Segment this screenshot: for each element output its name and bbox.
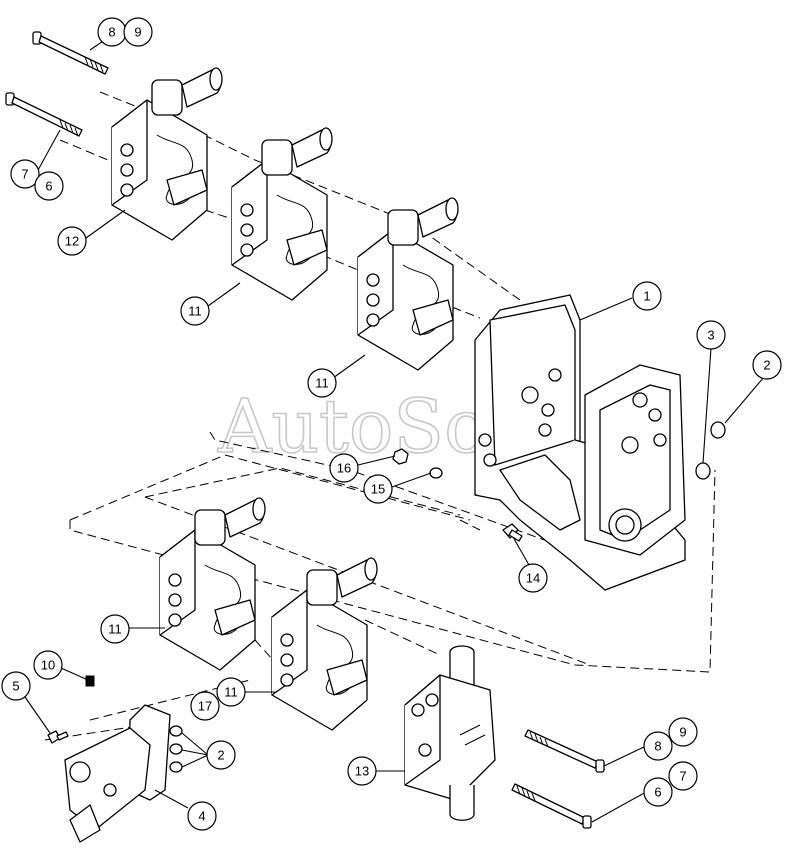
nut-16	[392, 448, 409, 465]
svg-text:1: 1	[643, 289, 650, 304]
bolt-7-left	[5, 92, 83, 137]
svg-text:4: 4	[198, 809, 205, 824]
o-ring-2-left-a	[169, 725, 183, 737]
svg-text:11: 11	[224, 685, 238, 700]
callout-7-bottom: 7	[668, 761, 698, 791]
svg-text:17: 17	[198, 699, 212, 714]
svg-text:8: 8	[108, 25, 115, 40]
svg-text:3: 3	[707, 328, 714, 343]
svg-text:10: 10	[41, 658, 55, 673]
valve-section-12	[111, 67, 223, 241]
callout-16: 16	[329, 453, 359, 483]
callout-2-left: 2	[206, 740, 236, 770]
svg-text:13: 13	[355, 764, 369, 779]
bolt-6-bottom	[511, 783, 592, 829]
svg-text:9: 9	[134, 25, 141, 40]
leader-lines	[24, 34, 765, 823]
svg-text:11: 11	[188, 304, 202, 319]
callout-11-d: 11	[216, 677, 246, 707]
valve-section-11-d	[271, 557, 378, 731]
o-ring-2-right	[710, 421, 726, 439]
svg-text:6: 6	[45, 179, 52, 194]
callout-9-top: 9	[123, 17, 153, 47]
svg-text:14: 14	[526, 571, 540, 586]
svg-text:11: 11	[315, 376, 329, 391]
o-ring-2-left-c	[169, 761, 183, 773]
o-ring-2-left-b	[169, 743, 183, 755]
callout-11-c: 11	[100, 614, 130, 644]
callouts: 8 9 7 6 12 11 11 1 3 2 16 15 14 11 10 5 …	[1, 17, 782, 831]
svg-text:5: 5	[12, 679, 19, 694]
svg-text:9: 9	[679, 725, 686, 740]
bolt-8-top	[32, 31, 109, 75]
valve-section-11-a	[231, 127, 333, 301]
svg-text:6: 6	[654, 785, 661, 800]
bolt-8-bottom	[524, 729, 605, 773]
callout-4: 4	[187, 801, 217, 831]
svg-text:7: 7	[679, 769, 686, 784]
outlet-section-13	[404, 645, 496, 821]
o-ring-3	[695, 462, 711, 480]
cover-4	[64, 704, 171, 843]
callout-5: 5	[1, 671, 31, 701]
callout-3: 3	[696, 320, 726, 350]
callout-12: 12	[57, 226, 87, 256]
callout-8-top: 8	[97, 17, 127, 47]
valve-section-11-b	[357, 197, 459, 371]
callout-7-left: 7	[10, 159, 40, 189]
valve-section-11-c	[159, 497, 266, 671]
callout-1: 1	[632, 281, 662, 311]
callout-6-bottom: 6	[643, 777, 673, 807]
svg-text:2: 2	[763, 358, 770, 373]
end-plate	[584, 364, 686, 556]
callout-11-a: 11	[180, 296, 210, 326]
callout-14: 14	[518, 563, 548, 593]
callout-11-b: 11	[307, 368, 337, 398]
callout-13: 13	[347, 756, 377, 786]
svg-text:8: 8	[654, 739, 661, 754]
washer-15	[429, 467, 443, 479]
callout-10: 10	[33, 650, 63, 680]
svg-text:16: 16	[337, 461, 351, 476]
callout-6-left: 6	[34, 171, 64, 201]
screw-5	[47, 730, 69, 744]
callout-8-bottom: 8	[643, 731, 673, 761]
svg-text:11: 11	[108, 622, 122, 637]
svg-text:12: 12	[65, 234, 79, 249]
svg-text:15: 15	[371, 482, 385, 497]
svg-text:7: 7	[21, 167, 28, 182]
callout-2-right: 2	[752, 350, 782, 380]
plug-10	[85, 675, 95, 687]
callout-17: 17	[190, 691, 220, 721]
callout-9-bottom: 9	[668, 717, 698, 747]
callout-15: 15	[363, 474, 393, 504]
screw-14	[502, 523, 523, 542]
svg-text:2: 2	[217, 748, 224, 763]
